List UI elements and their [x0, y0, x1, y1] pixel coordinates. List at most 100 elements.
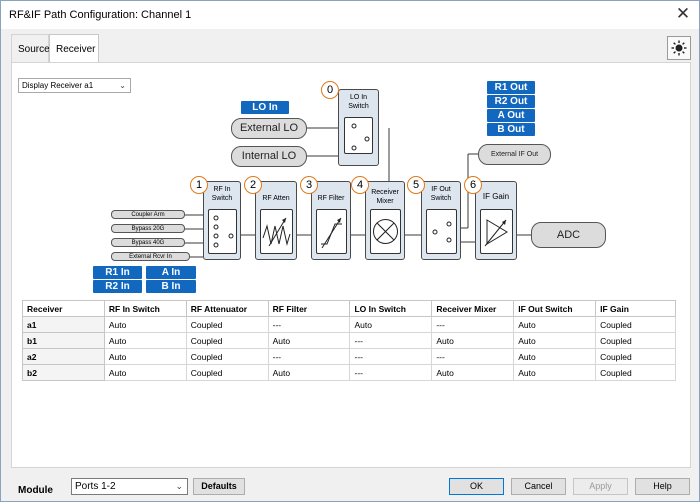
module-select[interactable]: Ports 1-2 ⌄: [71, 478, 188, 495]
if-gain-label: IF Gain: [482, 192, 510, 201]
column-header: IF Gain: [595, 300, 676, 317]
row-header: a2: [22, 348, 105, 365]
amplifier-icon: [480, 209, 513, 254]
table-cell[interactable]: Auto: [513, 332, 597, 349]
table-cell[interactable]: Auto: [103, 332, 187, 349]
table-cell[interactable]: ---: [431, 316, 515, 333]
table-cell[interactable]: Auto: [513, 348, 597, 365]
column-header: RF In Switch: [103, 300, 187, 317]
table-cell[interactable]: ---: [267, 348, 351, 365]
apply-button[interactable]: Apply: [573, 478, 628, 495]
table-cell[interactable]: Auto: [103, 316, 187, 333]
switch-glyph: [351, 123, 370, 151]
table-cell[interactable]: ---: [349, 348, 433, 365]
title-bar: RF&IF Path Configuration: Channel 1 ✕: [1, 1, 699, 29]
table-row: b2 Auto Coupled Auto --- Auto Auto Coupl…: [22, 364, 676, 381]
help-button[interactable]: Help: [635, 478, 690, 495]
table-cell[interactable]: Coupled: [185, 364, 269, 381]
coupler-arm-input[interactable]: Coupler Arm: [111, 210, 185, 219]
step-3-badge: 3: [300, 176, 318, 194]
column-header: Receiver: [22, 300, 105, 317]
if-switch-glyph: [432, 221, 452, 243]
table-cell[interactable]: ---: [267, 316, 351, 333]
table-cell[interactable]: Coupled: [595, 316, 676, 333]
sun-icon: [671, 40, 687, 56]
bypass-40g-input[interactable]: Bypass 40G: [111, 238, 185, 247]
close-icon[interactable]: ✕: [675, 4, 691, 23]
r1-in-tag: R1 In: [93, 266, 142, 279]
display-receiver-select[interactable]: Display Receiver a1 ⌄: [18, 78, 131, 93]
rf-atten-block[interactable]: RF Atten: [255, 181, 297, 260]
column-header: Receiver Mixer: [431, 300, 515, 317]
tab-receiver-label: Receiver: [56, 44, 96, 55]
adc-block: ADC: [531, 222, 606, 248]
external-lo-button[interactable]: External LO: [231, 118, 307, 139]
rf-filter-block[interactable]: RF Filter: [311, 181, 351, 260]
b-in-tag: B In: [146, 280, 196, 293]
internal-lo-button[interactable]: Internal LO: [231, 146, 307, 167]
table-cell[interactable]: Coupled: [595, 332, 676, 349]
window-title: RF&IF Path Configuration: Channel 1: [9, 9, 192, 21]
table-cell[interactable]: Coupled: [185, 316, 269, 333]
table-cell[interactable]: Coupled: [185, 332, 269, 349]
table-cell[interactable]: Coupled: [595, 348, 676, 365]
table-cell[interactable]: Coupled: [595, 364, 676, 381]
bypass-20g-input[interactable]: Bypass 20G: [111, 224, 185, 233]
ok-button[interactable]: OK: [449, 478, 504, 495]
step-2-badge: 2: [244, 176, 262, 194]
step-5-badge: 5: [407, 176, 425, 194]
table-cell[interactable]: Auto: [513, 364, 597, 381]
defaults-button[interactable]: Defaults: [193, 478, 245, 495]
rf-atten-label: RF Atten: [262, 195, 290, 202]
step-4-badge: 4: [351, 176, 369, 194]
table-cell[interactable]: Auto: [349, 316, 433, 333]
table-row: a1 Auto Coupled --- Auto --- Auto Couple…: [22, 316, 676, 333]
step-0-badge: 0: [321, 81, 339, 99]
b-out-tag: B Out: [487, 123, 535, 136]
brightness-button[interactable]: [667, 36, 691, 60]
rf-switch-glyph: [213, 215, 234, 248]
table-cell[interactable]: Auto: [267, 332, 351, 349]
amplifier-glyph: [484, 219, 508, 247]
attenuator-icon: [260, 209, 293, 254]
lo-in-tag: LO In: [241, 101, 289, 114]
table-cell[interactable]: Auto: [513, 316, 597, 333]
table-row: a2 Auto Coupled --- --- --- Auto Coupled: [22, 348, 676, 365]
cancel-button[interactable]: Cancel: [511, 478, 566, 495]
mixer-glyph: [373, 219, 398, 244]
row-header: b2: [22, 364, 105, 381]
table-cell[interactable]: ---: [349, 364, 433, 381]
tab-source[interactable]: Source: [11, 34, 50, 62]
step-6-badge: 6: [464, 176, 482, 194]
r2-out-tag: R2 Out: [487, 95, 535, 108]
column-header: IF Out Switch: [513, 300, 597, 317]
attenuator-glyph: [262, 217, 291, 247]
receiver-table: Receiver RF In Switch RF Attenuator RF F…: [22, 300, 676, 381]
column-header: RF Attenuator: [185, 300, 269, 317]
if-gain-block[interactable]: IF Gain: [475, 181, 517, 260]
tab-receiver[interactable]: Receiver: [49, 34, 99, 64]
external-rcvr-in-input[interactable]: External Rcvr In: [111, 252, 190, 261]
r2-in-tag: R2 In: [93, 280, 142, 293]
table-cell[interactable]: Auto: [431, 332, 515, 349]
external-if-out-button[interactable]: External IF Out: [478, 144, 551, 165]
diagram-wires: [185, 127, 531, 258]
module-label: Module: [18, 485, 53, 496]
table-cell[interactable]: ---: [349, 332, 433, 349]
tab-source-label: Source: [18, 44, 50, 55]
table-cell[interactable]: Auto: [267, 364, 351, 381]
table-cell[interactable]: Auto: [431, 364, 515, 381]
table-cell[interactable]: Auto: [103, 364, 187, 381]
table-cell[interactable]: Coupled: [185, 348, 269, 365]
table-cell[interactable]: ---: [431, 348, 515, 365]
chevron-down-icon: ⌄: [175, 481, 183, 491]
table-cell[interactable]: Auto: [103, 348, 187, 365]
